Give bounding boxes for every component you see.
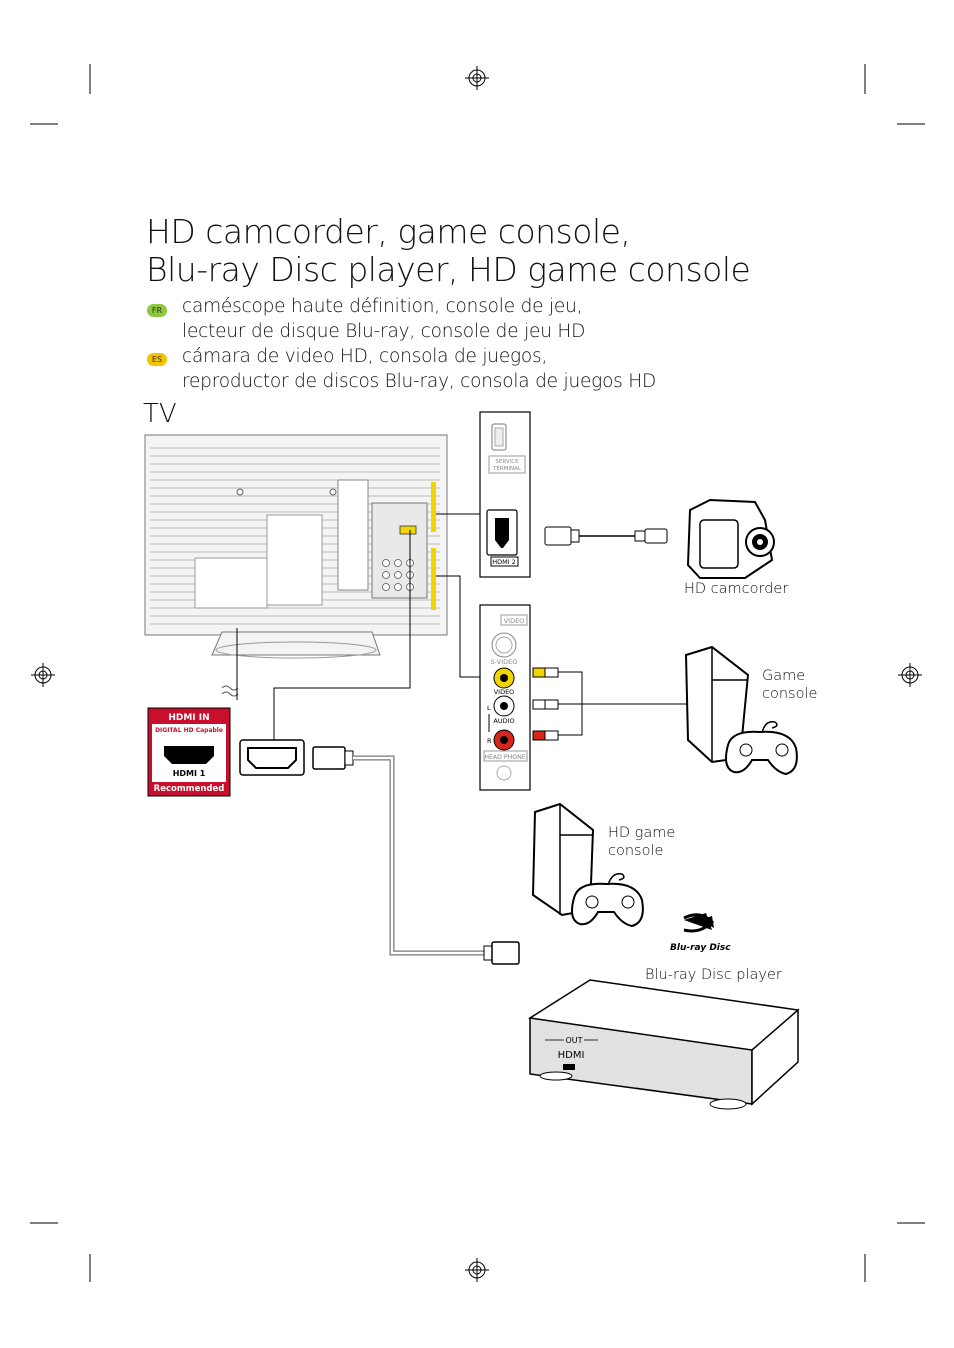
camcorder-icon	[686, 498, 775, 579]
crop-marks	[30, 64, 925, 1282]
svideo-label: S-VIDEO	[491, 658, 518, 666]
hdmi-in-badge: HDMI IN DIGITAL HD Capable HDMI 1 Recomm…	[147, 707, 231, 797]
fr-badge: FR	[147, 304, 167, 317]
audio-l-label: L	[487, 704, 491, 712]
registration-marks	[31, 66, 922, 1282]
tv-label: TV	[143, 399, 177, 429]
fr-line-2: lecteur de disque Blu-ray, console de je…	[182, 321, 586, 342]
av-cables	[532, 667, 688, 741]
camcorder-caption: HD camcorder	[684, 581, 789, 597]
es-line-1: cámara de video HD, consola de juegos,	[182, 346, 548, 367]
game-console-icon	[684, 645, 798, 776]
tv-rear	[144, 434, 448, 697]
registration-mark-top	[465, 66, 489, 90]
headphone-label: HEAD PHONE	[484, 754, 525, 761]
hdmi2-label: HDMI 2	[492, 558, 516, 566]
es-badge: ES	[147, 353, 167, 366]
registration-mark-right	[898, 663, 922, 687]
fr-line-1: caméscope haute définition, console de j…	[182, 296, 583, 317]
hd-game-console-icon	[531, 802, 644, 928]
connection-lines	[236, 513, 481, 745]
bluray-player-icon: OUT HDMI	[527, 979, 800, 1110]
out-label: OUT	[565, 1036, 582, 1045]
hdmi1-label: HDMI 1	[173, 769, 206, 778]
recommended-label: Recommended	[154, 784, 225, 794]
bluray-disc-logo: Blu-ray Disc	[670, 913, 731, 953]
panel-hdmi2: SERVICE TERMINAL HDMI 2	[479, 411, 531, 578]
game-console-caption-2: console	[762, 686, 818, 702]
video-jack-label: VIDEO	[494, 688, 515, 696]
bluray-hdmi-cable	[239, 739, 520, 965]
bluray-logo-text: Blu-ray Disc	[670, 943, 731, 953]
terminal-label: TERMINAL	[492, 466, 522, 472]
game-console-caption-1: Game	[762, 668, 806, 684]
bluray-player-caption: Blu-ray Disc player	[645, 967, 782, 983]
registration-mark-left	[31, 663, 55, 687]
audio-label: AUDIO	[493, 717, 514, 725]
panel-av: VIDEO S-VIDEO VIDEO L AUDIO R HEAD PHONE	[479, 604, 531, 791]
title-line-2: Blu-ray Disc player, HD game console	[146, 250, 751, 289]
service-label: SERVICE	[495, 459, 519, 465]
hdmi-in-label: HDMI IN	[168, 713, 209, 723]
title-line-1: HD camcorder, game console,	[146, 212, 631, 251]
es-line-2: reproductor de discos Blu-ray, consola d…	[182, 371, 657, 392]
digital-hd-label: DIGITAL HD Capable	[155, 727, 223, 734]
hdmi-label: HDMI	[558, 1050, 585, 1061]
registration-mark-bottom	[465, 1258, 489, 1282]
audio-r-label: R	[487, 737, 492, 745]
camcorder-hdmi-cable	[544, 526, 668, 546]
video-section-label: VIDEO	[504, 617, 525, 625]
hd-game-console-caption-1: HD game	[608, 825, 676, 841]
hd-game-console-caption-2: console	[608, 843, 664, 859]
